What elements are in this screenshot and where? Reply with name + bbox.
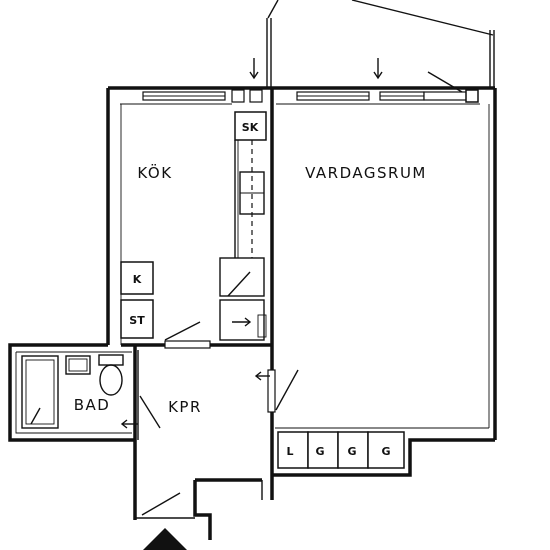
walls	[8, 86, 497, 540]
wardrobe-label: L	[286, 445, 293, 458]
wardrobe-4	[367, 431, 405, 469]
kitchen-fittings: SK K ST	[120, 111, 267, 341]
wall-bathroom-outer	[8, 343, 135, 442]
door-bath-swing	[139, 395, 161, 429]
vent-box-left	[231, 89, 245, 103]
room-label-bathroom: BAD	[74, 396, 111, 414]
door-entrance-swing	[141, 492, 181, 516]
stove-top-label: ST	[129, 314, 145, 327]
balcony	[266, 0, 495, 88]
wardrobes: L G G G	[277, 431, 405, 469]
room-label-hall: KPR	[168, 398, 202, 416]
doors	[120, 321, 299, 519]
cabinet-upper	[219, 257, 265, 297]
bathtub	[21, 355, 59, 429]
cooker-label: K	[133, 273, 142, 286]
wall-bathroom-inner	[15, 352, 132, 434]
cabinet-lower	[219, 299, 265, 341]
balcony-rail-top	[351, 0, 494, 36]
balcony-rail-diagonal	[267, 0, 279, 19]
room-label-living: VARDAGSRUM	[305, 164, 427, 182]
windows	[142, 89, 479, 103]
door-living-swing	[275, 369, 299, 411]
column-box	[465, 89, 479, 103]
wardrobe-2	[307, 431, 339, 469]
door-kitchen-swing	[164, 321, 201, 341]
washbasin	[65, 355, 91, 375]
bathroom-fittings	[21, 354, 124, 429]
wardrobe-label: G	[347, 445, 356, 458]
cabinet-door-swing	[227, 271, 251, 297]
toilet-bowl	[99, 364, 123, 396]
cooker-box	[120, 261, 154, 295]
entry-arrows	[249, 58, 463, 93]
balcony-door-swing	[427, 71, 463, 93]
window-balcony-door	[423, 91, 469, 101]
wardrobe-label: G	[315, 445, 324, 458]
entrance-marker-icon	[143, 528, 187, 550]
door-living-opening	[267, 369, 276, 413]
room-label-kitchen: KÖK	[137, 163, 172, 182]
drain-arrow-icon	[30, 407, 41, 425]
wardrobe-1	[277, 431, 309, 469]
wardrobe-label: G	[381, 445, 390, 458]
toilet-tank	[98, 354, 124, 366]
fridge-label: SK	[242, 121, 259, 134]
wall-entry-step	[193, 480, 212, 540]
stove-top-box	[120, 299, 154, 339]
wardrobe-3	[337, 431, 369, 469]
vent-box-right	[249, 89, 263, 103]
wall-bottom-right	[272, 438, 495, 477]
fridge-box	[234, 111, 267, 141]
door-kitchen-opening	[164, 340, 211, 349]
